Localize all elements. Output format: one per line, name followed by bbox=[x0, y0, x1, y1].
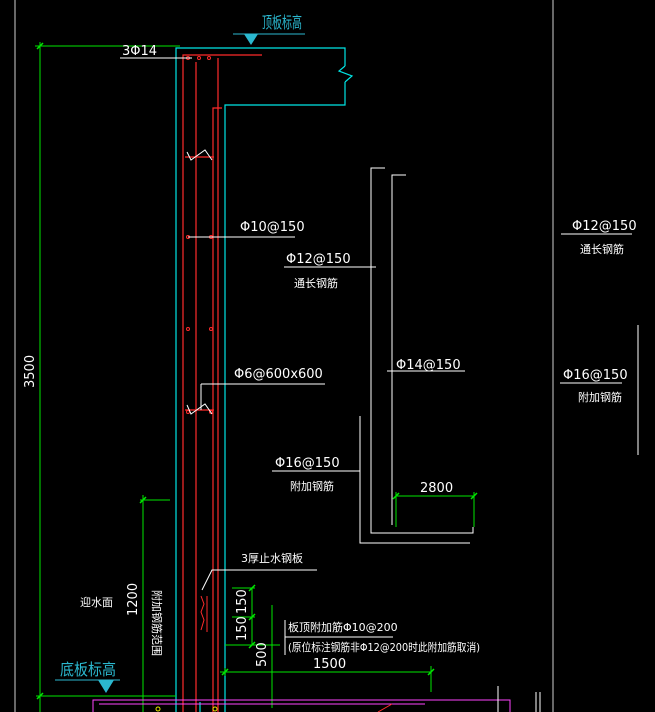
right-bar-1-note: 通长钢筋 bbox=[580, 242, 624, 256]
dimension-ticks bbox=[36, 42, 478, 700]
water-face-label: 迎水面 bbox=[80, 596, 113, 609]
dim-wall-height: 3500 bbox=[23, 355, 38, 388]
right-bar-2-label: Φ16@150 bbox=[563, 368, 628, 383]
right-bar-1-label: Φ12@150 bbox=[572, 219, 637, 234]
additional-bar-label: Φ16@150 bbox=[275, 456, 340, 471]
bottom-elevation-title: 底板标高 bbox=[60, 660, 116, 679]
top-bars-label: 3Φ14 bbox=[122, 44, 157, 59]
tie-hooks bbox=[186, 149, 213, 415]
dim-anchor-2800: 2800 bbox=[420, 481, 453, 496]
bottom-slab bbox=[92, 686, 541, 712]
additional-range-label: 附加钢筋范围 bbox=[150, 590, 164, 656]
bent-bars bbox=[359, 167, 639, 544]
wall-bar-2-label: Φ12@150 bbox=[286, 252, 351, 267]
elevation-marker-icon bbox=[233, 33, 305, 45]
dim-slab-1500: 1500 bbox=[313, 657, 346, 672]
wall-outline bbox=[175, 47, 354, 712]
bent-bar-label: Φ14@150 bbox=[396, 358, 461, 373]
waterstop-label: 3厚止水钢板 bbox=[241, 551, 303, 565]
slab-note-1: 板顶附加筋Φ10@200 bbox=[288, 620, 398, 634]
rebar-dots bbox=[186, 56, 213, 414]
right-bar-2-note: 附加钢筋 bbox=[578, 390, 622, 404]
dimension-lines bbox=[35, 42, 475, 712]
leader-lines bbox=[120, 57, 632, 655]
elevation-marker-icon bbox=[55, 679, 120, 693]
dim-range-height: 1200 bbox=[126, 583, 141, 616]
slab-note-2: (原位标注钢筋非Φ12@200时此附加筋取消) bbox=[288, 640, 480, 654]
additional-bar-note: 附加钢筋 bbox=[290, 479, 334, 493]
dim-stop-150-b: 150 bbox=[235, 616, 250, 641]
tie-bar-label: Φ6@600x600 bbox=[234, 367, 323, 382]
wall-bar-2-note: 通长钢筋 bbox=[294, 276, 338, 290]
frame-lines bbox=[14, 0, 554, 712]
waterstop-plate bbox=[200, 595, 208, 632]
wall-bar-1-label: Φ10@150 bbox=[240, 220, 305, 235]
rebar-lines bbox=[182, 54, 262, 712]
dim-stop-150-a: 150 bbox=[235, 589, 250, 614]
dim-stop-500: 500 bbox=[255, 642, 270, 667]
top-elevation-title: 顶板标高 bbox=[262, 13, 302, 32]
